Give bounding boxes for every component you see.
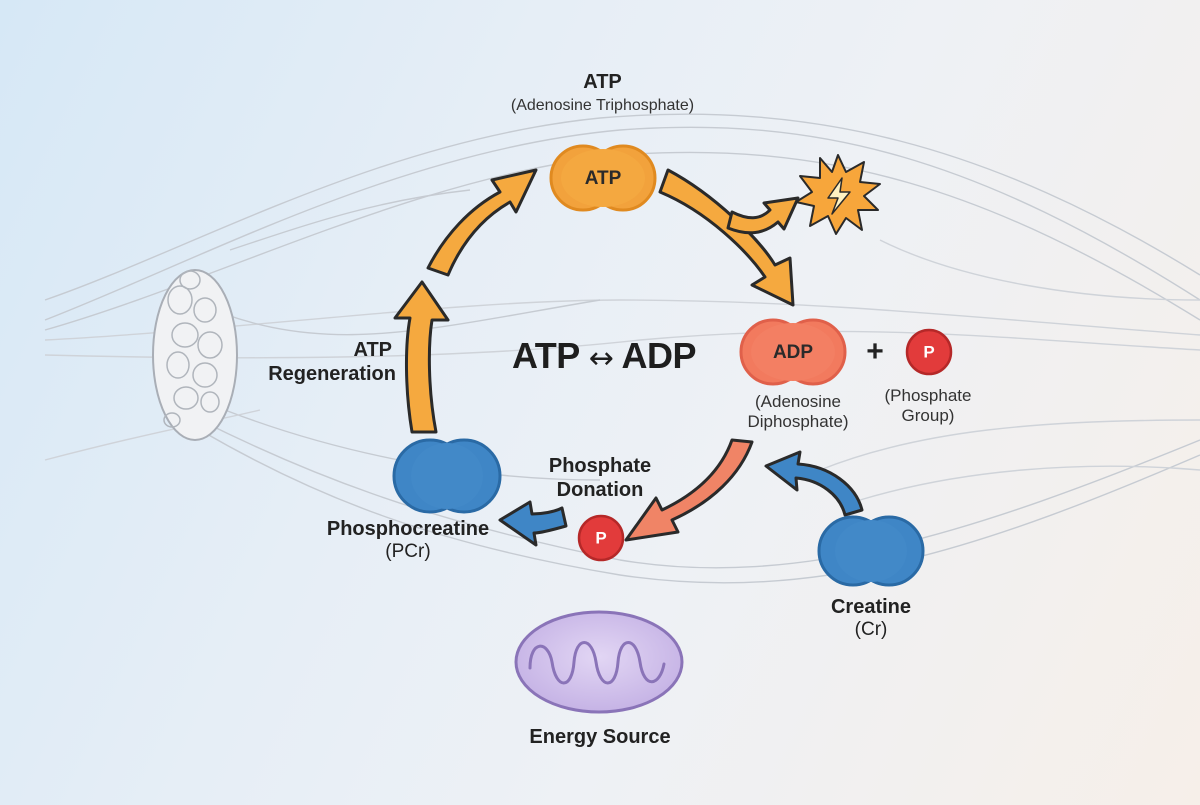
phosphate-caption-line2: Group) xyxy=(901,406,955,426)
regeneration-label-line1: ATP xyxy=(353,339,392,361)
donated-phosphate-icon: P xyxy=(577,514,625,562)
atp-molecule-label: ATP xyxy=(585,168,622,189)
equation-left: ATP xyxy=(511,335,580,376)
creatine-molecule xyxy=(817,515,925,587)
top-subtitle: (Adenosine Triphosphate) xyxy=(510,97,695,114)
atp-to-adp-arrow xyxy=(658,168,795,307)
phosphate-caption-line1: (Phosphate xyxy=(884,386,972,405)
regeneration-label: ATP Regeneration xyxy=(236,338,396,386)
atp-molecule: ATP xyxy=(549,144,657,212)
plus-sign: + xyxy=(866,335,884,368)
adp-molecule: ADP xyxy=(739,318,847,386)
phosphocreatine-label-line1: Phosphocreatine xyxy=(326,518,490,540)
regeneration-label-line2: Regeneration xyxy=(268,363,396,385)
donated-phosphate-symbol: P xyxy=(595,528,606,547)
adp-caption-line1: (Adenosine xyxy=(754,392,841,411)
donation-label-line1: Phosphate xyxy=(548,455,652,477)
lightning-icon xyxy=(827,177,851,215)
top-title: ATP xyxy=(583,71,622,93)
adp-caption-line2: Diphosphate) xyxy=(747,412,849,432)
energy-release-arrow xyxy=(726,196,800,235)
atp-cycle-arrows xyxy=(393,168,800,434)
adp-to-phosphate-arrow xyxy=(624,438,754,542)
energy-burst-icon xyxy=(795,154,881,235)
muscle-fiber-lines xyxy=(44,113,1200,584)
regeneration-arrow-lower xyxy=(393,280,450,434)
creatine-to-adp-arrow xyxy=(764,450,864,517)
energy-source-label: Energy Source xyxy=(529,726,671,748)
phosphocreatine-molecule xyxy=(392,438,502,514)
muscle-cross-section xyxy=(152,269,238,441)
phosphate-caption: (Phosphate Group) xyxy=(868,386,988,427)
phosphate-group-icon: P xyxy=(905,328,953,376)
equation-right: ADP xyxy=(621,335,697,376)
creatine-label: Creatine (Cr) xyxy=(800,595,942,642)
creatine-label-line1: Creatine xyxy=(830,596,912,618)
phosphate-symbol: P xyxy=(923,342,934,361)
regeneration-arrow-upper xyxy=(426,168,538,277)
adp-caption: (Adenosine Diphosphate) xyxy=(728,392,868,433)
equation-arrow: ↔ xyxy=(588,341,614,376)
phosphocreatine-label: Phosphocreatine (PCr) xyxy=(300,517,516,564)
donation-label: Phosphate Donation xyxy=(515,454,685,502)
center-equation: ATP ↔ ADP xyxy=(480,334,728,377)
phosphocreatine-label-line2: (PCr) xyxy=(385,541,431,562)
mitochondria-icon xyxy=(514,610,684,714)
phosphate-to-pcr-arrow xyxy=(498,500,568,547)
creatine-label-line2: (Cr) xyxy=(854,619,888,640)
donation-label-line2: Donation xyxy=(556,479,644,501)
adp-molecule-label: ADP xyxy=(773,342,813,363)
